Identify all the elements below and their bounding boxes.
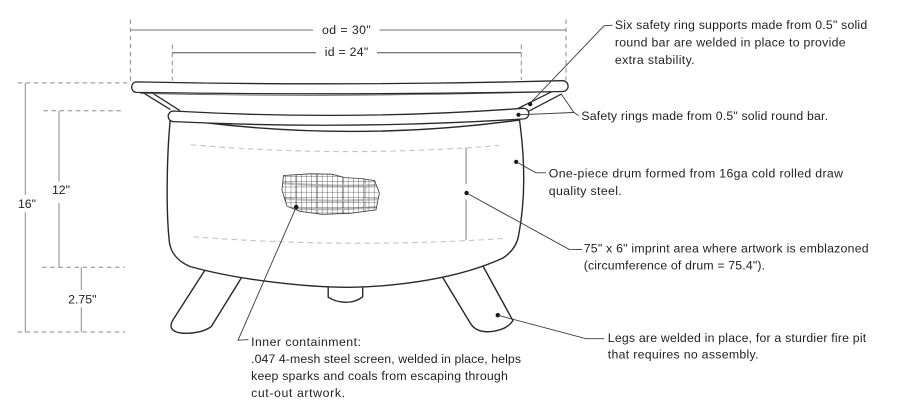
- svg-text:cut-out artwork.: cut-out artwork.: [251, 386, 345, 400]
- svg-text:Six safety ring supports made: Six safety ring supports made from 0.5" …: [615, 18, 867, 32]
- svg-text:quality steel.: quality steel.: [549, 184, 622, 198]
- svg-text:2.75": 2.75": [68, 293, 96, 307]
- svg-text:keep sparks and coals from esc: keep sparks and coals from escaping thro…: [251, 369, 508, 383]
- svg-text:id = 24": id = 24": [325, 45, 369, 59]
- svg-text:.047 4-mesh steel screen, weld: .047 4-mesh steel screen, welded in plac…: [251, 352, 521, 366]
- svg-text:75" x 6" imprint area where ar: 75" x 6" imprint area where artwork is e…: [584, 242, 869, 256]
- svg-text:12": 12": [52, 183, 70, 197]
- svg-text:Inner containment:: Inner containment:: [251, 335, 361, 349]
- svg-text:that requires no assembly.: that requires no assembly.: [608, 348, 759, 362]
- svg-text:(circumference of drum = 75.4": (circumference of drum = 75.4").: [584, 259, 765, 273]
- svg-text:round bar are welded in place: round bar are welded in place to provide: [615, 36, 846, 50]
- svg-text:Safety rings made from 0.5" so: Safety rings made from 0.5" solid round …: [581, 109, 828, 123]
- svg-text:od = 30": od = 30": [322, 23, 371, 37]
- svg-text:Legs are welded in place, for: Legs are welded in place, for a sturdier…: [608, 331, 867, 345]
- svg-text:One-piece drum formed from 16g: One-piece drum formed from 16ga cold rol…: [549, 167, 843, 181]
- svg-text:16": 16": [18, 197, 36, 211]
- svg-text:extra stability.: extra stability.: [615, 53, 695, 67]
